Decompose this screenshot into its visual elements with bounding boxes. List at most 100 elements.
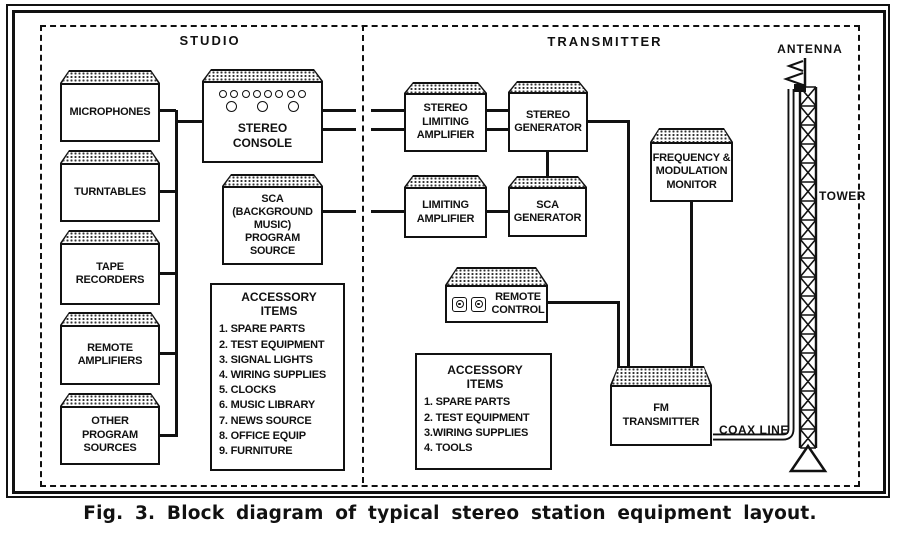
wire-sca-out-b xyxy=(371,210,406,213)
tower-lattice xyxy=(799,86,817,449)
transmitter-accessory-box: ACCESSORY ITEMS 1. SPARE PARTS 2. TEST E… xyxy=(415,353,552,470)
antenna-bays-icon xyxy=(782,60,804,86)
console-knob-icon xyxy=(252,90,261,98)
wire-sg-out-h xyxy=(587,120,629,123)
list-item: 2. TEST EQUIPMENT xyxy=(219,338,325,351)
wire-remote-v xyxy=(617,301,620,368)
console-knob-row-small xyxy=(219,90,306,98)
remote-knob-icon xyxy=(471,296,486,312)
console-knob-icon xyxy=(219,90,227,98)
box-top-stereo-generator xyxy=(508,81,588,92)
console-knob-icon xyxy=(257,101,268,112)
box-remote-control: REMOTE CONTROL xyxy=(445,267,548,323)
stereo-console-label: STEREO CONSOLE xyxy=(232,120,293,151)
list-item: 6. MUSIC LIBRARY xyxy=(219,399,316,412)
list-item: 2. TEST EQUIPMENT xyxy=(424,411,530,424)
box-tape-recorders: TAPE RECORDERS xyxy=(60,230,160,305)
inner-frame xyxy=(12,10,886,494)
box-stereo-console: STEREO CONSOLE xyxy=(202,69,323,163)
other-program-sources-label: OTHER PROGRAM SOURCES xyxy=(81,415,139,455)
wire-tape-recorders xyxy=(160,272,176,275)
box-top-other-program-sources xyxy=(60,393,160,406)
wire-console-out-left-b xyxy=(371,109,405,112)
list-item: 9. FURNITURE xyxy=(219,444,293,457)
wire-sca-out-a xyxy=(323,210,356,213)
console-knob-row-large xyxy=(226,101,299,112)
list-item: 3. SIGNAL LIGHTS xyxy=(219,353,313,366)
transmitter-accessory-title: ACCESSORY ITEMS xyxy=(447,363,523,392)
remote-amplifiers-label: REMOTE AMPLIFIERS xyxy=(77,341,143,367)
box-limiting-amplifier: LIMITING AMPLIFIER xyxy=(404,175,487,238)
list-item: 1. SPARE PARTS xyxy=(219,323,306,336)
frequency-modulation-monitor-label: FREQUENCY & MODULATION MONITOR xyxy=(652,151,731,191)
wire-microphones xyxy=(160,109,176,112)
figure-caption: Fig. 3. Block diagram of typical stereo … xyxy=(83,503,817,524)
console-knob-icon xyxy=(288,101,299,112)
remote-knob-icon xyxy=(452,296,467,312)
coax-line-inner xyxy=(713,89,793,439)
remote-control-label: REMOTE CONTROL xyxy=(491,290,545,316)
box-stereo-limiting-amplifier: STEREO LIMITING AMPLIFIER xyxy=(404,82,487,152)
studio-accessory-box: ACCESSORY ITEMS 1. SPARE PARTS 2. TEST E… xyxy=(210,283,345,471)
box-frequency-modulation-monitor: FREQUENCY & MODULATION MONITOR xyxy=(650,128,733,202)
wire-other-sources xyxy=(160,434,176,437)
tower-legs xyxy=(798,87,818,448)
box-top-remote-amplifiers xyxy=(60,312,160,325)
studio-transmitter-divider xyxy=(362,25,364,483)
sca-program-source-label: SCA (BACKGROUND MUSIC) PROGRAM SOURCE xyxy=(232,192,313,258)
turntables-label: TURNTABLES xyxy=(74,185,146,198)
box-top-turntables xyxy=(60,150,160,163)
list-item: 4. TOOLS xyxy=(424,441,473,454)
transmitter-section-label: TRANSMITTER xyxy=(547,34,663,49)
stereo-limiting-amplifier-label: STEREO LIMITING AMPLIFIER xyxy=(416,102,475,142)
studio-accessory-title: ACCESSORY ITEMS xyxy=(241,290,317,319)
wire-la-scag xyxy=(486,210,509,213)
box-fm-transmitter: FM TRANSMITTER xyxy=(610,366,712,446)
wire-sla-sg-bottom xyxy=(486,128,509,131)
console-knob-icon xyxy=(264,90,273,98)
box-top-remote-control xyxy=(445,267,548,285)
stereo-generator-label: STEREO GENERATOR xyxy=(514,108,582,134)
studio-section-label: STUDIO xyxy=(179,33,241,48)
wire-sla-sg-top xyxy=(486,109,509,112)
console-knob-icon xyxy=(275,90,284,98)
microphones-label: MICROPHONES xyxy=(69,105,151,118)
tape-recorders-label: TAPE RECORDERS xyxy=(75,260,145,286)
tower-label: TOWER xyxy=(819,189,866,203)
console-knob-icon xyxy=(286,90,295,98)
list-item: 8. OFFICE EQUIP xyxy=(219,429,306,442)
wire-bus-to-console xyxy=(177,120,203,123)
antenna-section-label: ANTENNA xyxy=(777,42,843,56)
limiting-amplifier-label: LIMITING AMPLIFIER xyxy=(416,199,475,225)
console-knob-icon xyxy=(226,101,237,112)
list-item: 4. WIRING SUPPLIES xyxy=(219,368,327,381)
tower-base xyxy=(788,443,828,473)
box-top-stereo-limiting-amplifier xyxy=(404,82,487,93)
list-item: 1. SPARE PARTS xyxy=(424,396,511,409)
list-item: 3.WIRING SUPPLIES xyxy=(424,426,529,439)
box-top-stereo-console xyxy=(202,69,323,81)
box-stereo-generator: STEREO GENERATOR xyxy=(508,81,588,152)
console-knob-icon xyxy=(297,90,306,98)
box-top-fm-transmitter xyxy=(610,366,712,385)
coax-line-label: COAX LINE xyxy=(719,423,789,437)
list-item: 7. NEWS SOURCE xyxy=(219,414,312,427)
wire-monitor-to-fm xyxy=(690,201,693,368)
wire-console-out-right-a xyxy=(323,128,356,131)
wire-remote-amplifiers xyxy=(160,352,176,355)
box-top-sca-generator xyxy=(508,176,587,187)
box-microphones: MICROPHONES xyxy=(60,70,160,142)
box-top-sca-program-source xyxy=(222,174,323,186)
box-top-limiting-amplifier xyxy=(404,175,487,187)
box-sca-program-source: SCA (BACKGROUND MUSIC) PROGRAM SOURCE xyxy=(222,174,323,265)
box-sca-generator: SCA GENERATOR xyxy=(508,176,587,237)
wire-remote-h xyxy=(547,301,619,304)
wire-sg-to-scag xyxy=(546,151,549,177)
sca-generator-label: SCA GENERATOR xyxy=(513,198,582,224)
wire-console-out-left-a xyxy=(323,109,356,112)
box-top-frequency-modulation-monitor xyxy=(650,128,733,142)
box-top-microphones xyxy=(60,70,160,83)
box-turntables: TURNTABLES xyxy=(60,150,160,222)
